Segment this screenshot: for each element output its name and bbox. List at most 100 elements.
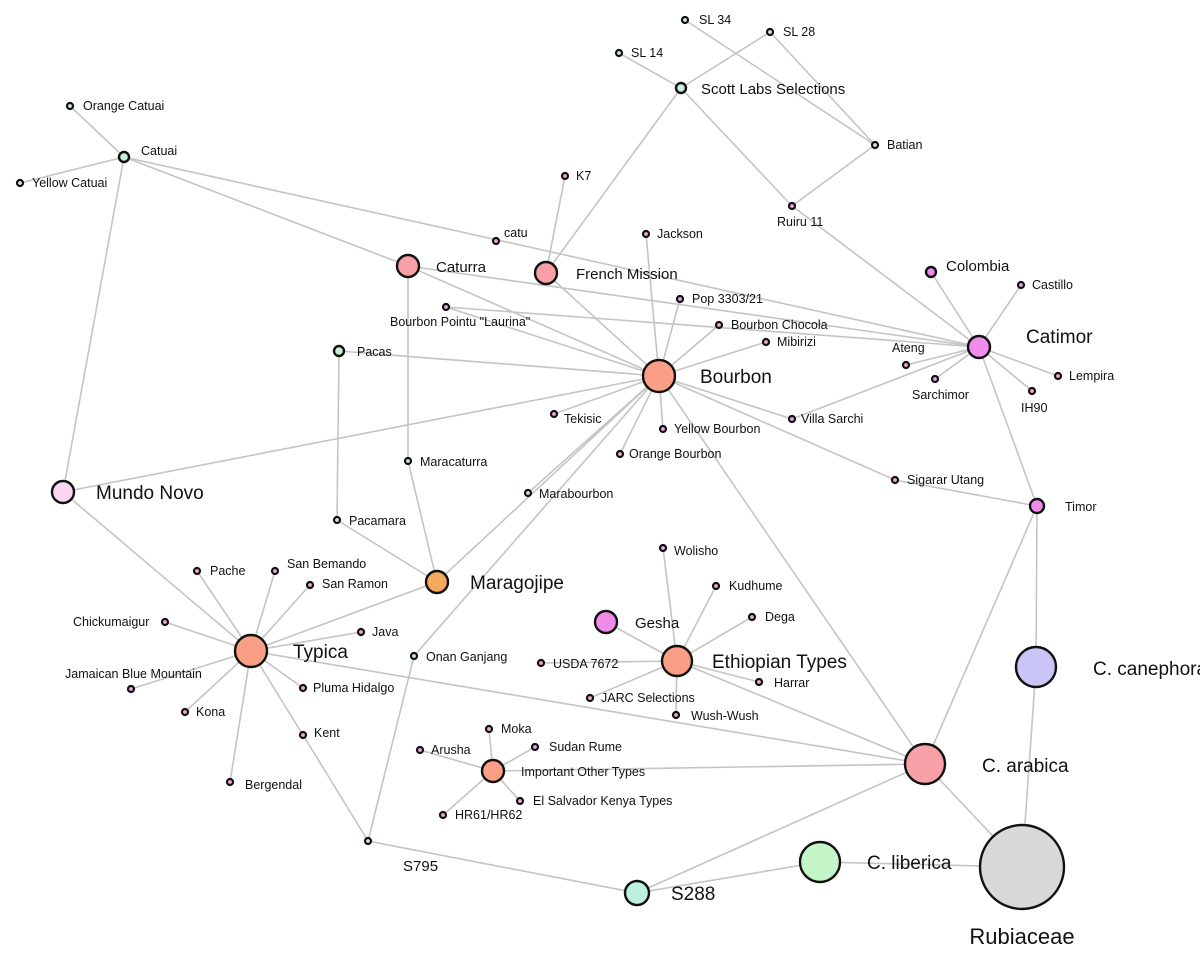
node-label-arusha: Arusha bbox=[431, 743, 471, 757]
node-pacas[interactable] bbox=[332, 344, 346, 358]
node-label-hr61: HR61/HR62 bbox=[455, 808, 522, 822]
node-wolisho[interactable] bbox=[658, 543, 668, 553]
node-label-rubiaceae: Rubiaceae bbox=[969, 924, 1074, 949]
node-gesha[interactable] bbox=[593, 609, 619, 635]
node-label-gesha: Gesha bbox=[635, 615, 680, 632]
node-label-chickumaigur: Chickumaigur bbox=[73, 615, 149, 629]
node-marabourbon[interactable] bbox=[523, 488, 533, 498]
node-san_bemando[interactable] bbox=[270, 566, 280, 576]
node-label-colombia: Colombia bbox=[946, 258, 1010, 275]
node-label-batian: Batian bbox=[887, 138, 922, 152]
node-bergendal[interactable] bbox=[225, 777, 235, 787]
node-arusha[interactable] bbox=[415, 745, 425, 755]
node-french_mission[interactable] bbox=[533, 260, 559, 286]
node-tekisic[interactable] bbox=[549, 409, 559, 419]
node-s795[interactable] bbox=[363, 836, 373, 846]
node-bourbon[interactable] bbox=[641, 358, 677, 394]
node-castillo[interactable] bbox=[1016, 280, 1026, 290]
node-ih90[interactable] bbox=[1027, 386, 1037, 396]
node-pop3303[interactable] bbox=[675, 294, 685, 304]
node-dega[interactable] bbox=[747, 612, 757, 622]
node-important[interactable] bbox=[480, 758, 506, 784]
node-c_arabica[interactable] bbox=[903, 742, 947, 786]
node-orange_catuai[interactable] bbox=[65, 101, 75, 111]
node-pache[interactable] bbox=[192, 566, 202, 576]
node-usda7672[interactable] bbox=[536, 658, 546, 668]
node-label-important: Important Other Types bbox=[521, 765, 645, 779]
node-jarc[interactable] bbox=[585, 693, 595, 703]
node-label-java: Java bbox=[372, 625, 398, 639]
node-el_salvador_kenya[interactable] bbox=[515, 796, 525, 806]
node-lempira[interactable] bbox=[1053, 371, 1063, 381]
node-pluma_hidalgo[interactable] bbox=[298, 683, 308, 693]
node-yellow_catuai[interactable] bbox=[15, 178, 25, 188]
node-sl14[interactable] bbox=[614, 48, 624, 58]
edge-ruiru11-catimor bbox=[791, 205, 980, 348]
edge-bourbon-pacas bbox=[338, 350, 660, 377]
node-label-marabourbon: Marabourbon bbox=[539, 487, 613, 501]
edge-ruiru11-batian bbox=[791, 144, 876, 207]
node-san_ramon[interactable] bbox=[305, 580, 315, 590]
node-c_canephora[interactable] bbox=[1014, 645, 1058, 689]
node-typica[interactable] bbox=[233, 633, 269, 669]
edge-caturra-catimor bbox=[407, 265, 980, 348]
node-mibirizi[interactable] bbox=[761, 337, 771, 347]
node-sigarar_utang[interactable] bbox=[890, 475, 900, 485]
node-sarchimor[interactable] bbox=[930, 374, 940, 384]
node-scott_labs[interactable] bbox=[674, 81, 688, 95]
node-batian[interactable] bbox=[870, 140, 880, 150]
node-label-castillo: Castillo bbox=[1032, 278, 1073, 292]
node-harrar[interactable] bbox=[754, 677, 764, 687]
edge-caturra-catuai bbox=[123, 156, 409, 267]
edge-catuai-orange_catuai bbox=[69, 105, 125, 158]
node-onan_ganjang[interactable] bbox=[409, 651, 419, 661]
node-label-pacas: Pacas bbox=[357, 345, 392, 359]
node-bourbon_chocola[interactable] bbox=[714, 320, 724, 330]
node-label-timor: Timor bbox=[1065, 500, 1096, 514]
node-rubiaceae[interactable] bbox=[978, 823, 1066, 911]
node-wush_wush[interactable] bbox=[671, 710, 681, 720]
node-bourbon_pointu[interactable] bbox=[441, 302, 451, 312]
node-kent[interactable] bbox=[298, 730, 308, 740]
node-jackson[interactable] bbox=[641, 229, 651, 239]
node-maracaturra[interactable] bbox=[403, 456, 413, 466]
node-catu[interactable] bbox=[491, 236, 501, 246]
edge-typica-maragojipe bbox=[250, 581, 438, 652]
node-orange_bourbon[interactable] bbox=[615, 449, 625, 459]
node-label-catu: catu bbox=[504, 226, 528, 240]
node-jamaican[interactable] bbox=[126, 684, 136, 694]
node-k7[interactable] bbox=[560, 171, 570, 181]
node-yellow_bourbon[interactable] bbox=[658, 424, 668, 434]
node-colombia[interactable] bbox=[924, 265, 938, 279]
node-kona[interactable] bbox=[180, 707, 190, 717]
node-sl34[interactable] bbox=[680, 15, 690, 25]
node-chickumaigur[interactable] bbox=[160, 617, 170, 627]
node-pacamara[interactable] bbox=[332, 515, 342, 525]
node-hr61[interactable] bbox=[438, 810, 448, 820]
node-ethiopian[interactable] bbox=[660, 644, 694, 678]
edge-typica-mundo_novo bbox=[62, 491, 252, 652]
edge-catuai-mundo_novo bbox=[62, 156, 125, 493]
node-caturra[interactable] bbox=[395, 253, 421, 279]
edge-timor-catimor bbox=[978, 346, 1038, 507]
node-catuai[interactable] bbox=[117, 150, 131, 164]
node-sl28[interactable] bbox=[765, 27, 775, 37]
node-timor[interactable] bbox=[1028, 497, 1046, 515]
node-villa_sarchi[interactable] bbox=[787, 414, 797, 424]
node-c_liberica[interactable] bbox=[798, 840, 842, 884]
node-ateng[interactable] bbox=[901, 360, 911, 370]
node-kudhume[interactable] bbox=[711, 581, 721, 591]
node-ruiru11[interactable] bbox=[787, 201, 797, 211]
node-moka[interactable] bbox=[484, 724, 494, 734]
node-java[interactable] bbox=[356, 627, 366, 637]
edge-bourbon-tekisic bbox=[553, 375, 660, 415]
node-maragojipe[interactable] bbox=[424, 569, 450, 595]
node-catimor[interactable] bbox=[966, 334, 992, 360]
node-sudan_rume[interactable] bbox=[530, 742, 540, 752]
node-s288[interactable] bbox=[623, 879, 651, 907]
edge-kent-s795 bbox=[302, 734, 369, 842]
node-mundo_novo[interactable] bbox=[50, 479, 76, 505]
node-label-harrar: Harrar bbox=[774, 676, 809, 690]
edge-pacas-pacamara bbox=[336, 350, 340, 521]
edge-scott_labs-sl28 bbox=[680, 31, 771, 89]
